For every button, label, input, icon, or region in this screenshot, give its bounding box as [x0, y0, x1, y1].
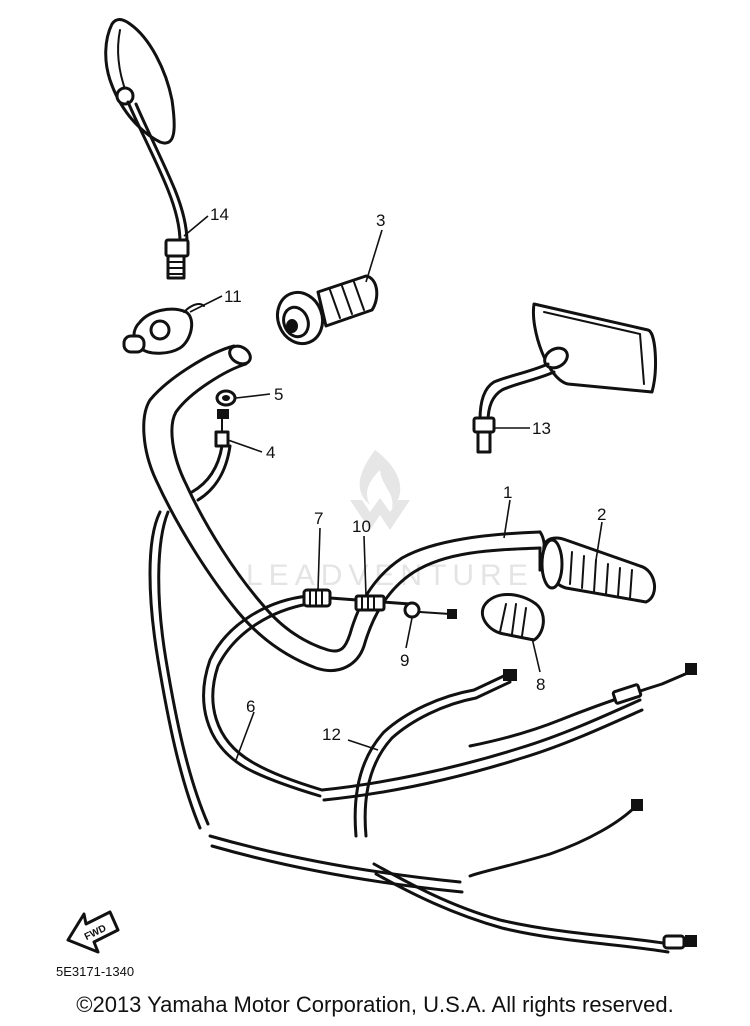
watermark: LEADVENTURE	[246, 450, 534, 592]
svg-text:6: 6	[246, 697, 255, 716]
right-grip	[540, 536, 656, 604]
cable-6	[148, 510, 644, 894]
callout-11: 11	[189, 287, 242, 313]
forward-arrow-icon: FWD	[66, 910, 120, 954]
callout-8: 8	[531, 637, 545, 694]
left-grip	[275, 274, 379, 346]
svg-text:14: 14	[210, 205, 229, 224]
svg-text:1: 1	[503, 483, 512, 502]
watermark-flame-icon	[350, 450, 410, 530]
callout-3: 3	[365, 211, 385, 283]
callout-14: 14	[183, 205, 229, 237]
left-mirror	[104, 18, 190, 280]
left-switch	[122, 303, 205, 355]
svg-text:9: 9	[400, 651, 409, 670]
callout-13: 13	[494, 419, 551, 438]
svg-text:5: 5	[274, 385, 283, 404]
callout-7: 7	[314, 509, 323, 591]
right-mirror	[472, 302, 657, 454]
svg-text:8: 8	[536, 675, 545, 694]
callouts: 1 2 3 4 5 6 7 8	[183, 205, 606, 761]
cover-8	[481, 593, 545, 642]
svg-text:3: 3	[376, 211, 385, 230]
fitting-9	[403, 601, 457, 619]
adjuster-10	[328, 594, 412, 612]
svg-text:11: 11	[224, 287, 242, 306]
callout-1: 1	[503, 483, 512, 539]
copyright-notice: ©2013 Yamaha Motor Corporation, U.S.A. A…	[76, 992, 674, 1017]
diagram-code: 5E3171-1340	[56, 964, 134, 979]
svg-text:4: 4	[266, 443, 275, 462]
callout-12: 12	[322, 725, 379, 751]
svg-text:10: 10	[352, 517, 371, 536]
adjuster-7	[302, 588, 332, 608]
callout-9: 9	[400, 617, 413, 670]
cable-12	[353, 663, 697, 954]
adjuster-4	[190, 409, 232, 502]
watermark-text: LEADVENTURE	[246, 559, 534, 592]
callout-6: 6	[235, 697, 255, 761]
fitting-5	[215, 389, 237, 407]
svg-text:12: 12	[322, 725, 341, 744]
svg-text:13: 13	[532, 419, 551, 438]
svg-text:2: 2	[597, 505, 606, 524]
callout-4: 4	[227, 439, 275, 462]
callout-10: 10	[352, 517, 371, 597]
svg-text:7: 7	[314, 509, 323, 528]
callout-2: 2	[595, 505, 606, 561]
callout-5: 5	[235, 385, 283, 404]
